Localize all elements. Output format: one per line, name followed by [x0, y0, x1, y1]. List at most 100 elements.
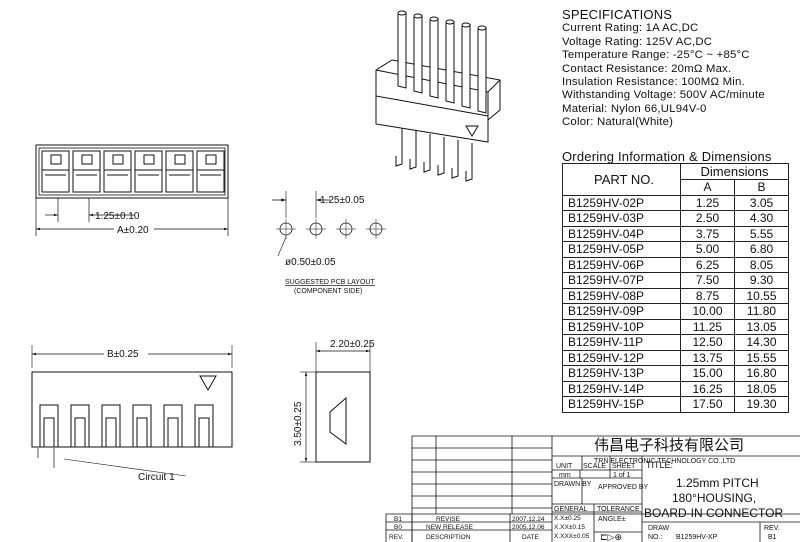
dim-a-cell: 16.25	[680, 380, 735, 397]
part-no-header: PART NO.	[562, 163, 681, 196]
front-slot	[101, 404, 121, 447]
pin	[445, 21, 455, 104]
no-label: NO.:	[648, 534, 662, 541]
contact-window	[112, 154, 124, 165]
dim-b-cell: 5.55	[734, 225, 789, 242]
front-view	[31, 345, 233, 477]
front-slot	[70, 404, 90, 447]
pin	[429, 18, 439, 99]
title-block	[385, 435, 800, 542]
sheet-label: SHEET	[612, 463, 636, 470]
pin-leg	[465, 143, 473, 182]
spec-line: Contact Resistance: 20mΩ Max.	[562, 62, 732, 75]
top-view-cell	[72, 150, 101, 193]
contact-window	[81, 154, 93, 165]
dim-b-cell: 4.30	[734, 210, 789, 227]
sheet-value: 1 of 1	[613, 472, 631, 479]
revision-row-date: 2007.12.24	[512, 516, 545, 523]
top-view-cell	[196, 150, 225, 193]
spec-line: Material: Nylon 66,UL94V-0	[562, 102, 707, 115]
approved-by-label: APPROVED BY	[598, 484, 649, 491]
title-line-1: 1.25mm PITCH	[676, 476, 759, 490]
col-a-header: A	[680, 179, 735, 196]
pin-leg	[423, 134, 431, 173]
dim-b-cell: 10.55	[734, 287, 789, 304]
top-view-cell	[165, 150, 194, 193]
dim-b-cell: 19.30	[734, 396, 789, 413]
front-slot	[132, 404, 152, 447]
dim-a-cell: 12.50	[680, 334, 735, 351]
dim-b-cell: 18.05	[734, 380, 789, 397]
pin	[477, 27, 487, 114]
part-number-cell: B1259HV-07P	[562, 272, 681, 289]
circuit-1-label: Circuit 1	[138, 472, 175, 483]
revision-row-rev: B1	[394, 516, 402, 523]
col-b-header: B	[734, 179, 789, 196]
tolerance-3: X.XXX±0.05	[554, 533, 590, 540]
part-number-cell: B1259HV-05P	[562, 241, 681, 258]
pin-leg	[395, 128, 403, 167]
part-number-cell: B1259HV-15P	[562, 396, 681, 413]
spec-line: Color: Natural(White)	[562, 116, 674, 129]
scale-label: SCALE	[583, 463, 606, 470]
company-name-en: TRN ELECTRONIC TECHNOLOGY CO.,LTD	[594, 458, 735, 465]
unit-value: mm	[559, 472, 571, 479]
dim-a-cell: 5.00	[680, 241, 735, 258]
specifications-title: SPECIFICATIONS	[562, 7, 673, 22]
specifications-block: SPECIFICATIONS Current Rating: 1A AC,DC …	[562, 8, 765, 130]
b-dimension-label: B±0.25	[107, 349, 139, 360]
angle-label: ANGLE±	[598, 516, 626, 523]
part-number-cell: B1259HV-12P	[562, 349, 681, 366]
pin	[413, 15, 423, 94]
pcb-layout-subtitle: (COMPONENT SIDE)	[294, 288, 362, 295]
dim-a-cell: 13.75	[680, 349, 735, 366]
part-number-cell: B1259HV-02P	[562, 194, 681, 211]
dim-a-cell: 10.00	[680, 303, 735, 320]
dim-b-cell: 11.80	[734, 303, 789, 320]
revision-row-date: 2005.12.06	[512, 524, 545, 531]
part-number-cell: B1259HV-04P	[562, 225, 681, 242]
dim-b-cell: 16.80	[734, 365, 789, 382]
tolerance-1: X.X±0.25	[554, 515, 581, 522]
pcb-pitch-label: 1.25±0.05	[320, 195, 365, 206]
dimensions-header: Dimensions	[680, 163, 789, 180]
contact-window	[174, 154, 186, 165]
dim-a-cell: 2.50	[680, 210, 735, 227]
height-dimension-label: 3.50±0.25	[293, 401, 304, 446]
dim-a-cell: 6.25	[680, 256, 735, 273]
description-head: DESCRIPTION	[426, 534, 471, 541]
part-number-cell: B1259HV-10P	[562, 318, 681, 335]
revision-row-desc: REVISE	[436, 516, 461, 523]
pitch-tolerance-label: 1.25±0.10	[95, 211, 140, 222]
dim-a-cell: 3.75	[680, 225, 735, 242]
dim-b-cell: 15.55	[734, 349, 789, 366]
dim-b-cell: 6.80	[734, 241, 789, 258]
top-view-outline	[35, 144, 229, 199]
drawing-number: B1259HV-XP	[676, 534, 718, 541]
dim-b-cell: 3.05	[734, 194, 789, 211]
a-dimension-label: A±0.20	[117, 225, 149, 236]
front-slot	[39, 404, 59, 447]
part-number-cell: B1259HV-09P	[562, 303, 681, 320]
dim-b-cell: 8.05	[734, 256, 789, 273]
contact-window	[205, 154, 217, 165]
title-line-2: 180°HOUSING,	[672, 491, 756, 505]
revision-row-rev: B0	[394, 524, 402, 531]
pcb-layout-title: SUGGESTED PCB LAYOUT	[285, 279, 375, 286]
spec-line: Temperature Range: -25°C ~ +85°C	[562, 49, 750, 62]
ordering-title: Ordering Information & Dimensions	[562, 149, 772, 164]
tolerance-label: TOLERANCE	[597, 506, 640, 513]
part-number-cell: B1259HV-03P	[562, 210, 681, 227]
side-view	[300, 342, 371, 463]
